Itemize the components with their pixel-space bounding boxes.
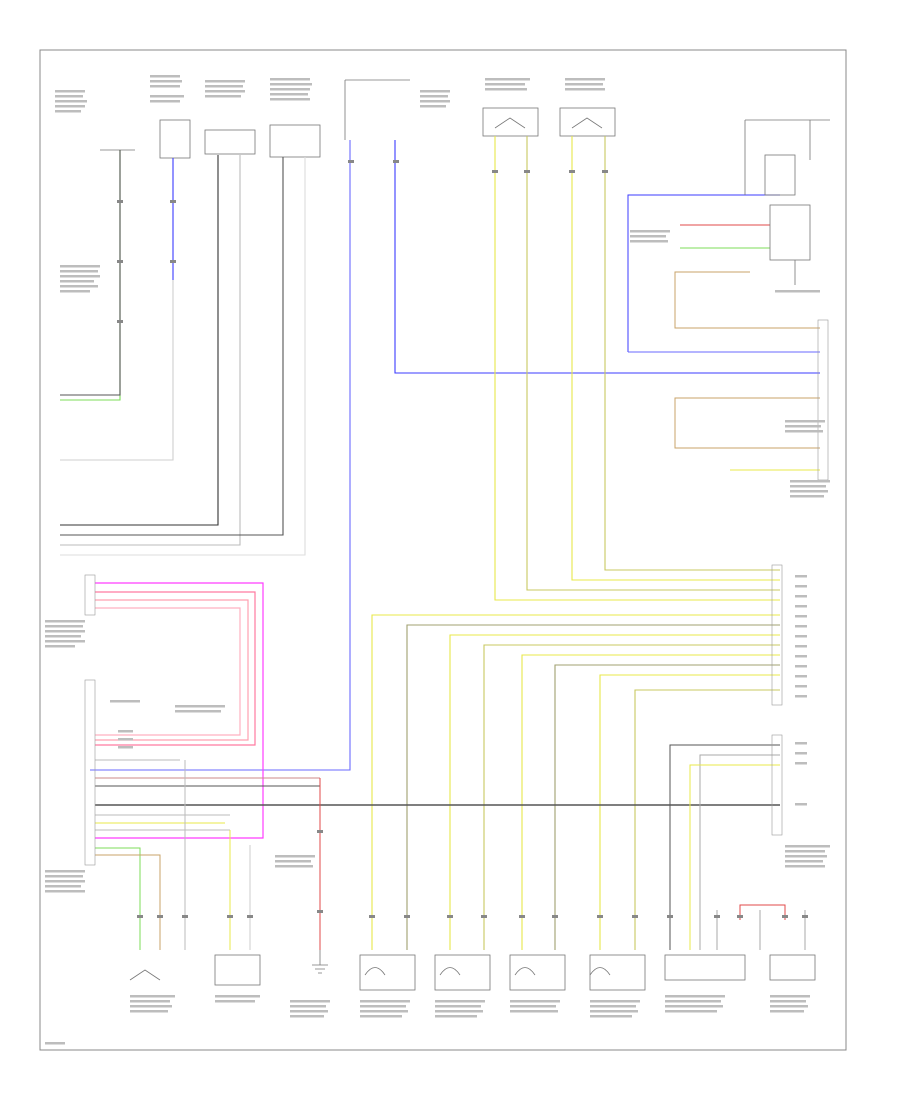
connector-icon [769,954,816,981]
connector-icon [84,679,96,866]
connector-icon [664,954,746,981]
wire-gray-2 [60,157,306,556]
connector-icon [771,734,783,836]
wire-yellow-7 [449,634,780,950]
wire-blue-top-right [627,194,780,352]
sensor-icon [434,954,491,991]
yellow-wires [371,136,780,950]
switch-icon [214,954,261,986]
wire-light [60,280,174,461]
switch-icon [571,117,603,129]
switch-icon [129,969,161,981]
wire-magenta [95,582,264,839]
wire-blue-right [394,140,820,374]
component-box-2 [204,129,256,155]
wire-gray-left [60,150,121,396]
wire-gray-1 [60,155,241,546]
wire-yellow-4 [604,136,780,571]
left-top-wires [60,140,820,771]
top-components [100,79,616,159]
connector-ticks [117,160,808,918]
connector-icon [771,564,783,706]
greeked-labels [45,75,830,1045]
wire-yellow-1 [494,136,780,601]
sensor-icon [514,967,536,976]
sensor-icon [589,954,646,991]
wire-pink-2 [95,599,249,741]
sensor-icon [589,967,611,976]
sensor-icon [509,954,566,991]
pink-wires [95,582,264,839]
wire-yellow-11 [599,674,780,950]
ground-icon [312,964,328,974]
bottom-components [129,950,816,991]
wire-black-1 [60,155,219,526]
switch-icon [494,117,526,129]
component-box-3 [269,124,321,158]
wire-pink-1 [95,591,256,746]
lower-left-wires [95,759,780,950]
wire-yellow-6 [406,624,780,950]
wire-yellow-5 [371,614,780,950]
sensor-icon [439,967,461,976]
diagram-frame [39,49,847,1051]
sensor-icon [364,967,386,976]
wire-yellow-8 [483,644,780,950]
wire-yellow-9 [521,654,780,950]
wire-yellow-12 [634,689,780,950]
connector-icon [84,574,96,616]
wire-yellow-3 [571,136,780,581]
component-box-4 [482,107,539,137]
sensor-icon [359,954,416,991]
relay-icon [769,204,811,261]
relay-assembly [744,119,830,285]
wire-blue-long [90,140,351,771]
wire-yellow-10 [554,664,780,950]
connector-icon [817,319,829,481]
right-side-wires [627,194,820,950]
wire-black-2 [60,157,284,536]
relay-icon [764,154,796,196]
wire-red-loop [739,904,786,920]
component-box-5 [559,107,616,137]
component-box-1 [159,119,191,159]
wire-pink-3 [95,607,241,736]
wire-yellow-2 [526,136,780,591]
